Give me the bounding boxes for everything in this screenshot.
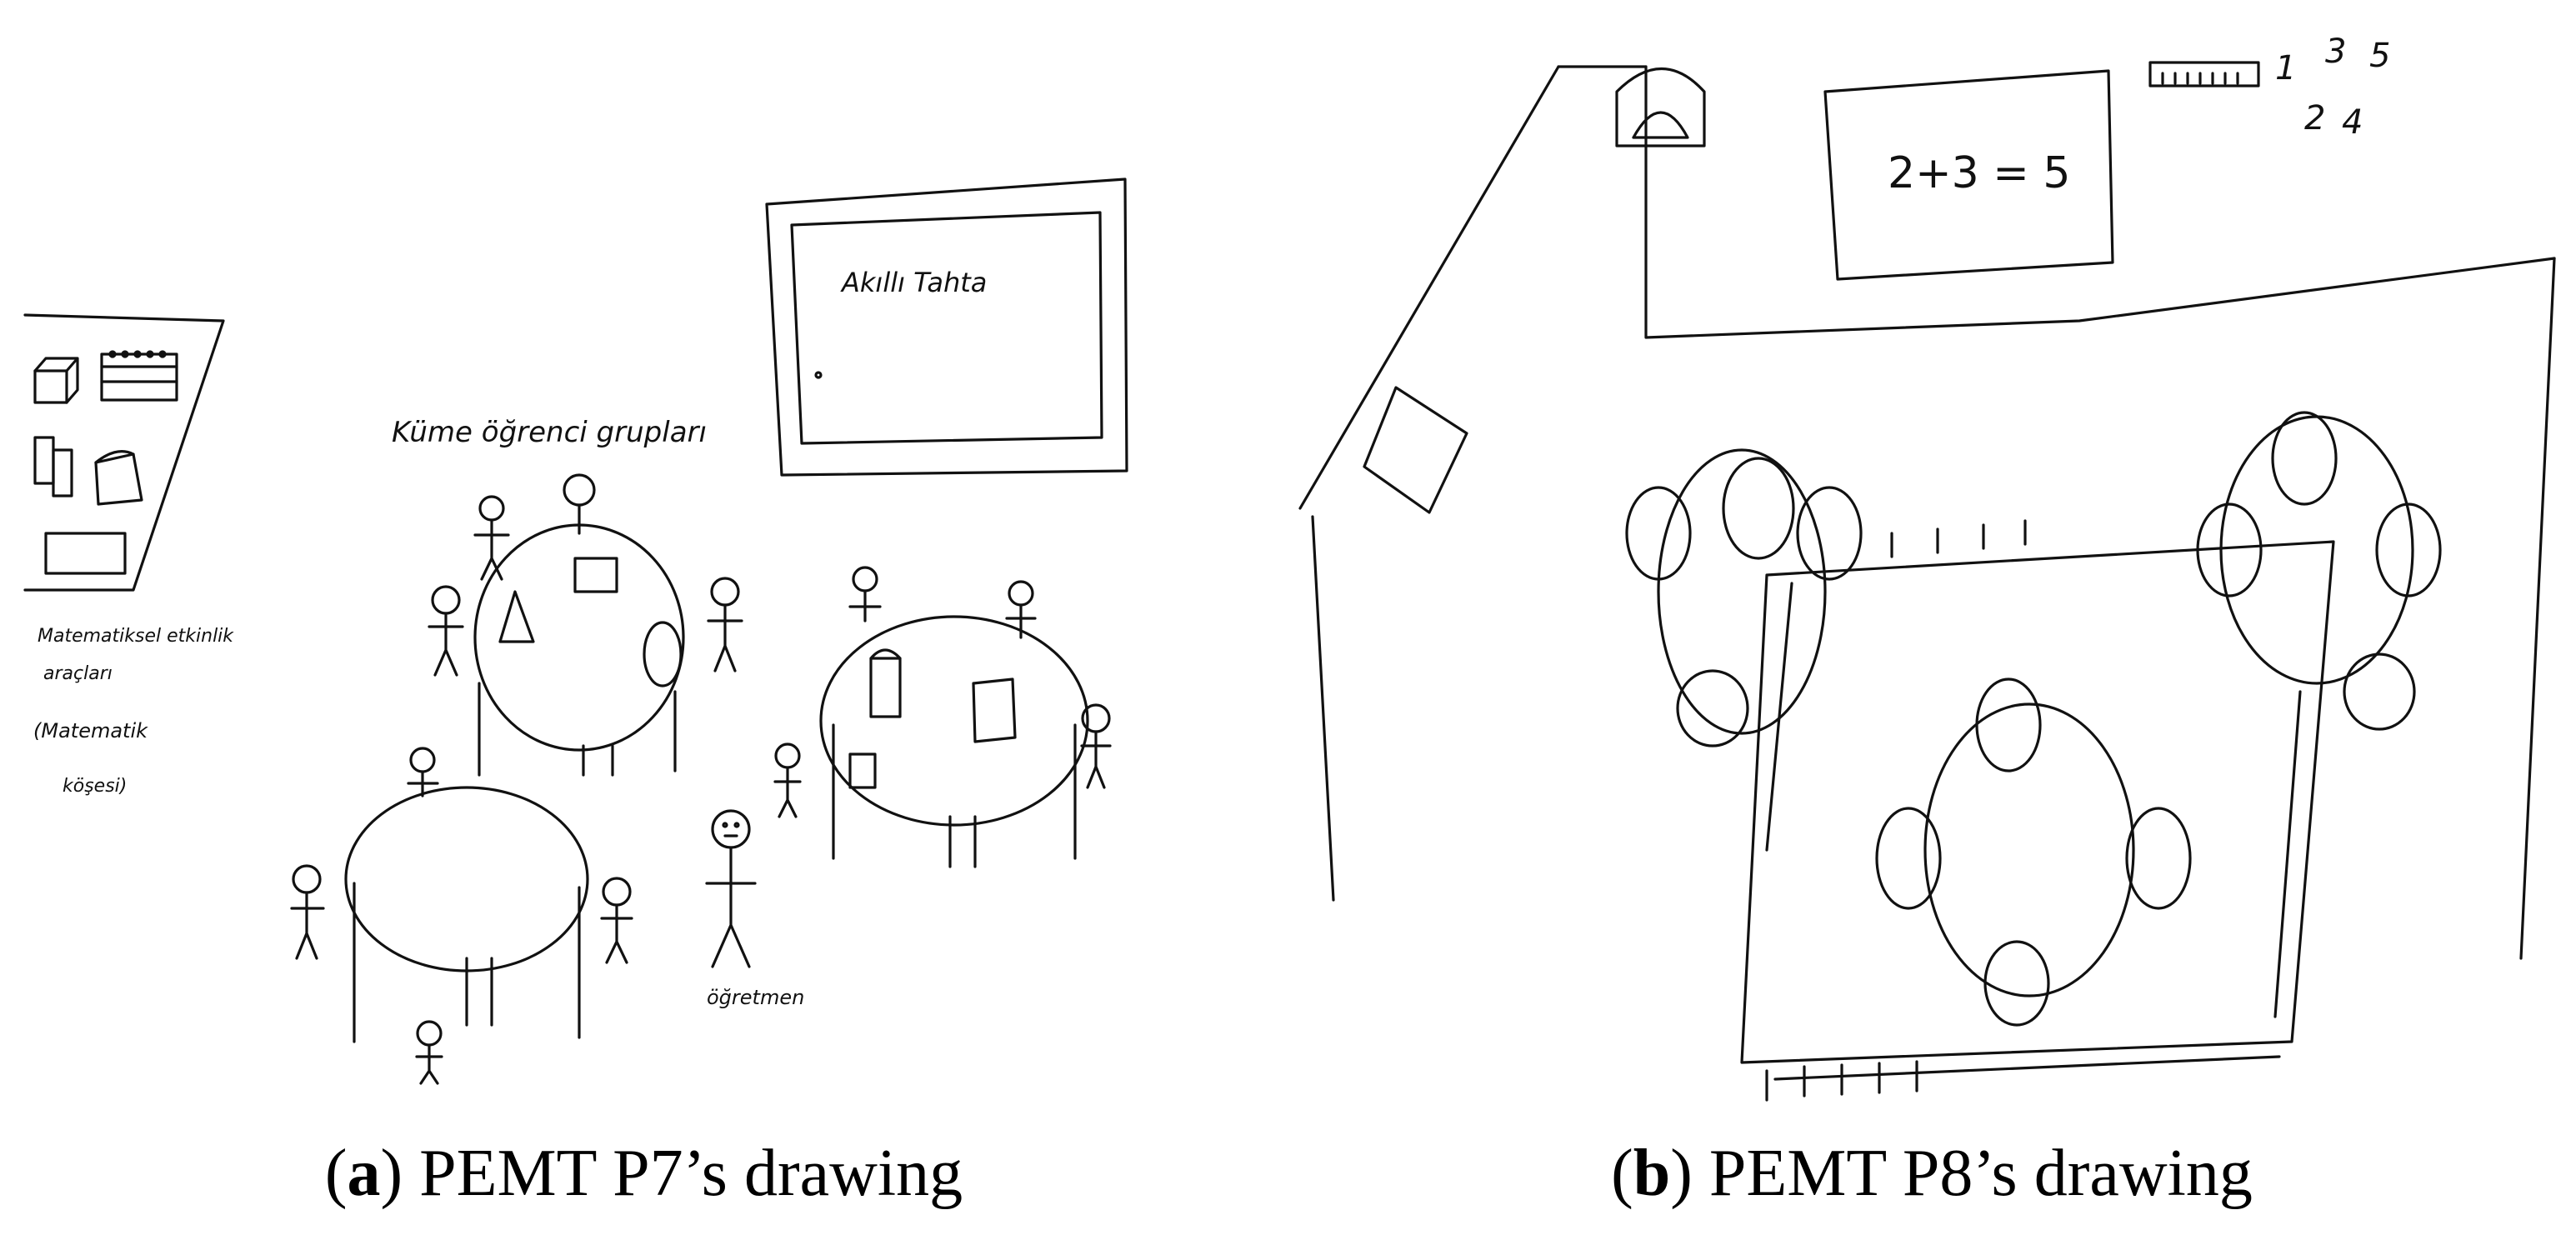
cup-icon [848, 752, 877, 789]
number-5: 5 [2369, 37, 2390, 75]
caption-b-letter: b [1633, 1137, 1671, 1210]
students-table-3 [773, 566, 1112, 818]
caption-a-letter: a [347, 1137, 381, 1210]
table-left [1625, 448, 1863, 748]
number-sequence: 1 2 3 4 5 [2275, 32, 2390, 142]
math-corner-shelf [23, 313, 225, 592]
number-2: 2 [2304, 99, 2325, 138]
number-3: 3 [2325, 32, 2346, 71]
table-middle [1875, 678, 2192, 1027]
cube-icon [33, 357, 79, 404]
number-1: 1 [2275, 49, 2296, 88]
groups-label: Küme öğrenci grupları [392, 416, 707, 449]
smart-board: Akıllı Tahta [765, 178, 1128, 477]
caption-a-text: PEMT P7’s drawing [419, 1137, 963, 1210]
cone-icon [498, 590, 535, 643]
square-icon [972, 678, 1017, 743]
table-3 [819, 615, 1089, 868]
caption-a: (a) PEMT P7’s drawing [324, 1137, 963, 1210]
smart-board-label: Akıllı Tahta [840, 267, 987, 298]
cylinder-icon [869, 648, 902, 718]
teacher-figure [705, 809, 757, 968]
blocks-icon [33, 436, 73, 498]
caption-b: (b) PEMT P8’s drawing [1611, 1137, 2253, 1210]
number-4: 4 [2342, 103, 2363, 142]
poster-icon [1363, 386, 1468, 514]
blackboard: 2+3 = 5 [1823, 69, 2114, 281]
table-right [2196, 411, 2442, 731]
corner-label-1: Matematiksel etkinlik [38, 626, 234, 647]
table-2 [344, 786, 589, 1043]
cube-icon [573, 557, 618, 593]
protractor-icon [1615, 67, 1706, 148]
panel-b-drawing: 2+3 = 5 1 2 3 4 5 [1288, 0, 2576, 1250]
box-icon [94, 450, 143, 506]
students-table-2 [290, 747, 633, 1085]
board-equation: 2+3 = 5 [1888, 148, 2070, 198]
ruler-icon [2148, 61, 2260, 88]
corner-label-3: (Matematik [33, 719, 148, 742]
abacus-icon [100, 350, 178, 402]
students-table-1 [428, 473, 743, 677]
panel-a-drawing: Akıllı Tahta [23, 178, 1128, 1210]
rug [1740, 540, 2335, 1081]
corner-label-2: araçları [43, 663, 113, 684]
caption-b-text: PEMT P8’s drawing [1708, 1137, 2253, 1210]
table-1 [473, 523, 685, 777]
ruler-icon [44, 532, 127, 575]
panel-b-sketch: 2+3 = 5 1 2 3 4 5 [1298, 32, 2556, 1102]
ellipse-shape-icon [643, 621, 683, 688]
panel-a-sketch: Akıllı Tahta [23, 178, 1128, 1085]
teacher-label: öğretmen [707, 986, 804, 1009]
corner-label-4: köşesi) [63, 776, 127, 797]
